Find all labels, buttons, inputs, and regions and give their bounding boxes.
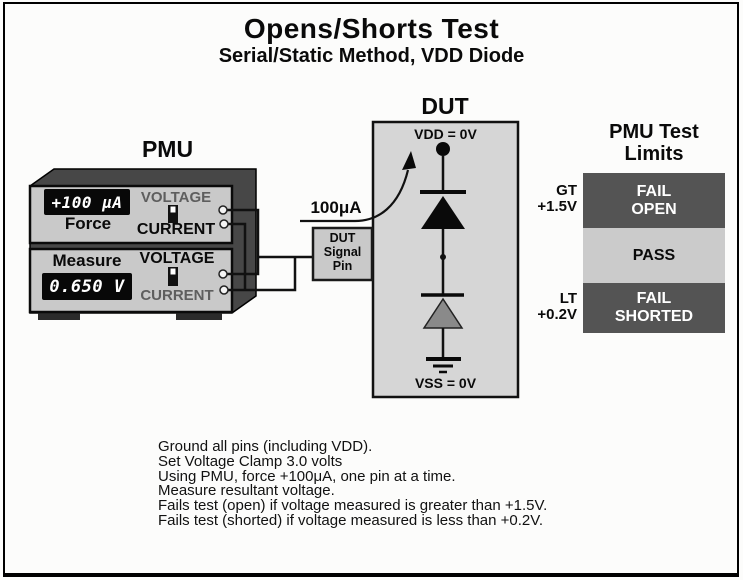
- measure-unit-label: Measure: [52, 251, 122, 270]
- fail-shorted-line2: SHORTED: [614, 308, 694, 325]
- fail-shorted-band: FAIL SHORTED: [583, 283, 725, 333]
- vdd-label: VDD = 0V: [414, 126, 477, 142]
- lt-threshold-line1: LT: [559, 290, 577, 307]
- gt-threshold-line2: +1.5V: [537, 198, 577, 215]
- force-display-bezel: [44, 189, 130, 215]
- pmu-measure-unit-panel: [28, 247, 234, 314]
- measure-voltage-terminal: [218, 269, 228, 279]
- lt-threshold-label: LT +0.2V: [503, 291, 577, 323]
- ground-symbol: [426, 357, 461, 374]
- force-current-terminal: [219, 219, 229, 229]
- test-limits-heading-line1: PMU Test: [609, 121, 699, 143]
- dut-box: [371, 120, 520, 399]
- dut-signal-pin-box: [311, 226, 374, 282]
- gt-threshold-label: GT +1.5V: [503, 183, 577, 215]
- dut-signal-pin-label: DUT Signal Pin: [313, 231, 372, 273]
- dut-signal-pin-line2: Signal: [323, 245, 362, 259]
- procedure-line: Ground all pins (including VDD).: [158, 438, 373, 455]
- force-current-label: CURRENT: [136, 221, 216, 238]
- procedure-line: Set Voltage Clamp 3.0 volts: [158, 452, 343, 470]
- current-flow-arrowhead: [402, 151, 416, 170]
- voltage-bus-wire: [227, 208, 260, 276]
- pass-band: PASS: [583, 228, 725, 283]
- current-return-wire: [228, 257, 297, 292]
- force-mode-toggle[interactable]: [168, 205, 178, 223]
- dut-heading: DUT: [421, 93, 469, 119]
- force-display-readout: +100 μA: [51, 193, 123, 212]
- pmu-foot-right: [176, 313, 222, 320]
- pmu-foot-left: [38, 313, 80, 320]
- measure-current-terminal: [219, 285, 229, 295]
- force-unit-label: Force: [64, 214, 112, 233]
- measure-current-label: CURRENT: [140, 287, 214, 304]
- forced-current-label: 100μA: [310, 198, 362, 217]
- fail-open-line1: FAIL: [636, 182, 672, 200]
- pmu-terminals: [218, 205, 229, 295]
- pmu-heading: PMU: [141, 136, 194, 162]
- procedure-text: Ground all pins (including VDD). Set Vol…: [158, 438, 588, 529]
- measure-display-readout: 0.650 V: [49, 277, 125, 297]
- procedure-line: Measure resultant voltage.: [158, 482, 335, 500]
- fail-open-line2: OPEN: [631, 200, 677, 218]
- fail-shorted-line1: FAIL: [636, 290, 672, 307]
- vdd-node-dot: [436, 142, 450, 156]
- procedure-line: Fails test (shorted) if voltage measured…: [158, 511, 544, 529]
- current-bus-wire: [228, 222, 247, 290]
- lt-threshold-line2: +0.2V: [537, 306, 577, 323]
- gt-threshold-line1: GT: [556, 182, 577, 199]
- vdd-diode-triangle: [421, 196, 465, 229]
- force-voltage-label: VOLTAGE: [140, 189, 212, 206]
- measure-voltage-label: VOLTAGE: [139, 250, 215, 267]
- pass-label: PASS: [632, 246, 676, 264]
- current-flow-arrow-line: [300, 169, 410, 223]
- procedure-line: Fails test (open) if voltage measured is…: [158, 497, 548, 515]
- fail-open-band: FAIL OPEN: [583, 173, 725, 228]
- test-limits-heading-line2: Limits: [624, 143, 684, 165]
- procedure-line: Using PMU, force +100μA, one pin at a ti…: [158, 467, 456, 485]
- page-subtitle: Serial/Static Method, VDD Diode: [218, 45, 525, 67]
- vss-label: VSS = 0V: [414, 375, 477, 391]
- page-title: Opens/Shorts Test: [243, 13, 500, 44]
- measure-mode-toggle[interactable]: [168, 267, 178, 286]
- dut-signal-pin-line3: Pin: [332, 259, 353, 273]
- dut-signal-pin-line1: DUT: [329, 231, 356, 245]
- signal-junction-dot: [440, 254, 446, 260]
- measure-display-bezel: [42, 273, 132, 300]
- force-voltage-terminal: [218, 205, 228, 215]
